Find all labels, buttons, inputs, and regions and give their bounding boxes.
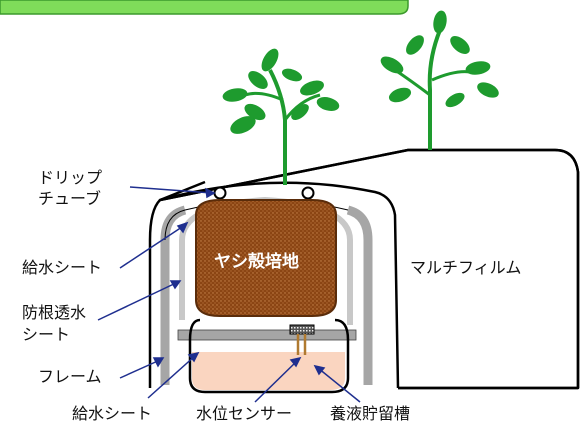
label-root-sheet-1: 防根透水 bbox=[22, 303, 87, 322]
label-water-sheet-lower: 給水シート bbox=[72, 404, 153, 423]
label-coir-substrate: ヤシ殻培地 bbox=[214, 252, 299, 272]
pointer-lines bbox=[97, 186, 361, 403]
label-frame: フレーム bbox=[38, 367, 102, 386]
label-drip-tube-1: ドリップ bbox=[38, 168, 103, 187]
coir-substrate bbox=[195, 199, 337, 317]
label-drip-tube-2: チューブ bbox=[38, 189, 102, 208]
label-nutrient-tank: 養液貯留槽 bbox=[330, 404, 411, 423]
top-banner bbox=[0, 0, 409, 15]
label-water-sensor: 水位センサー bbox=[196, 404, 293, 423]
drip-tube-right bbox=[301, 186, 315, 200]
label-water-sheet-upper: 給水シート bbox=[22, 258, 103, 277]
tomato-plant-left bbox=[222, 48, 340, 185]
tomato-plant-right bbox=[380, 10, 499, 150]
water-level-sensor bbox=[289, 324, 315, 355]
label-root-sheet-2: シート bbox=[22, 325, 71, 344]
drip-tube-left bbox=[213, 186, 227, 200]
label-mulch-film: マルチフィルム bbox=[410, 258, 522, 277]
nutrient-tank bbox=[188, 318, 350, 394]
